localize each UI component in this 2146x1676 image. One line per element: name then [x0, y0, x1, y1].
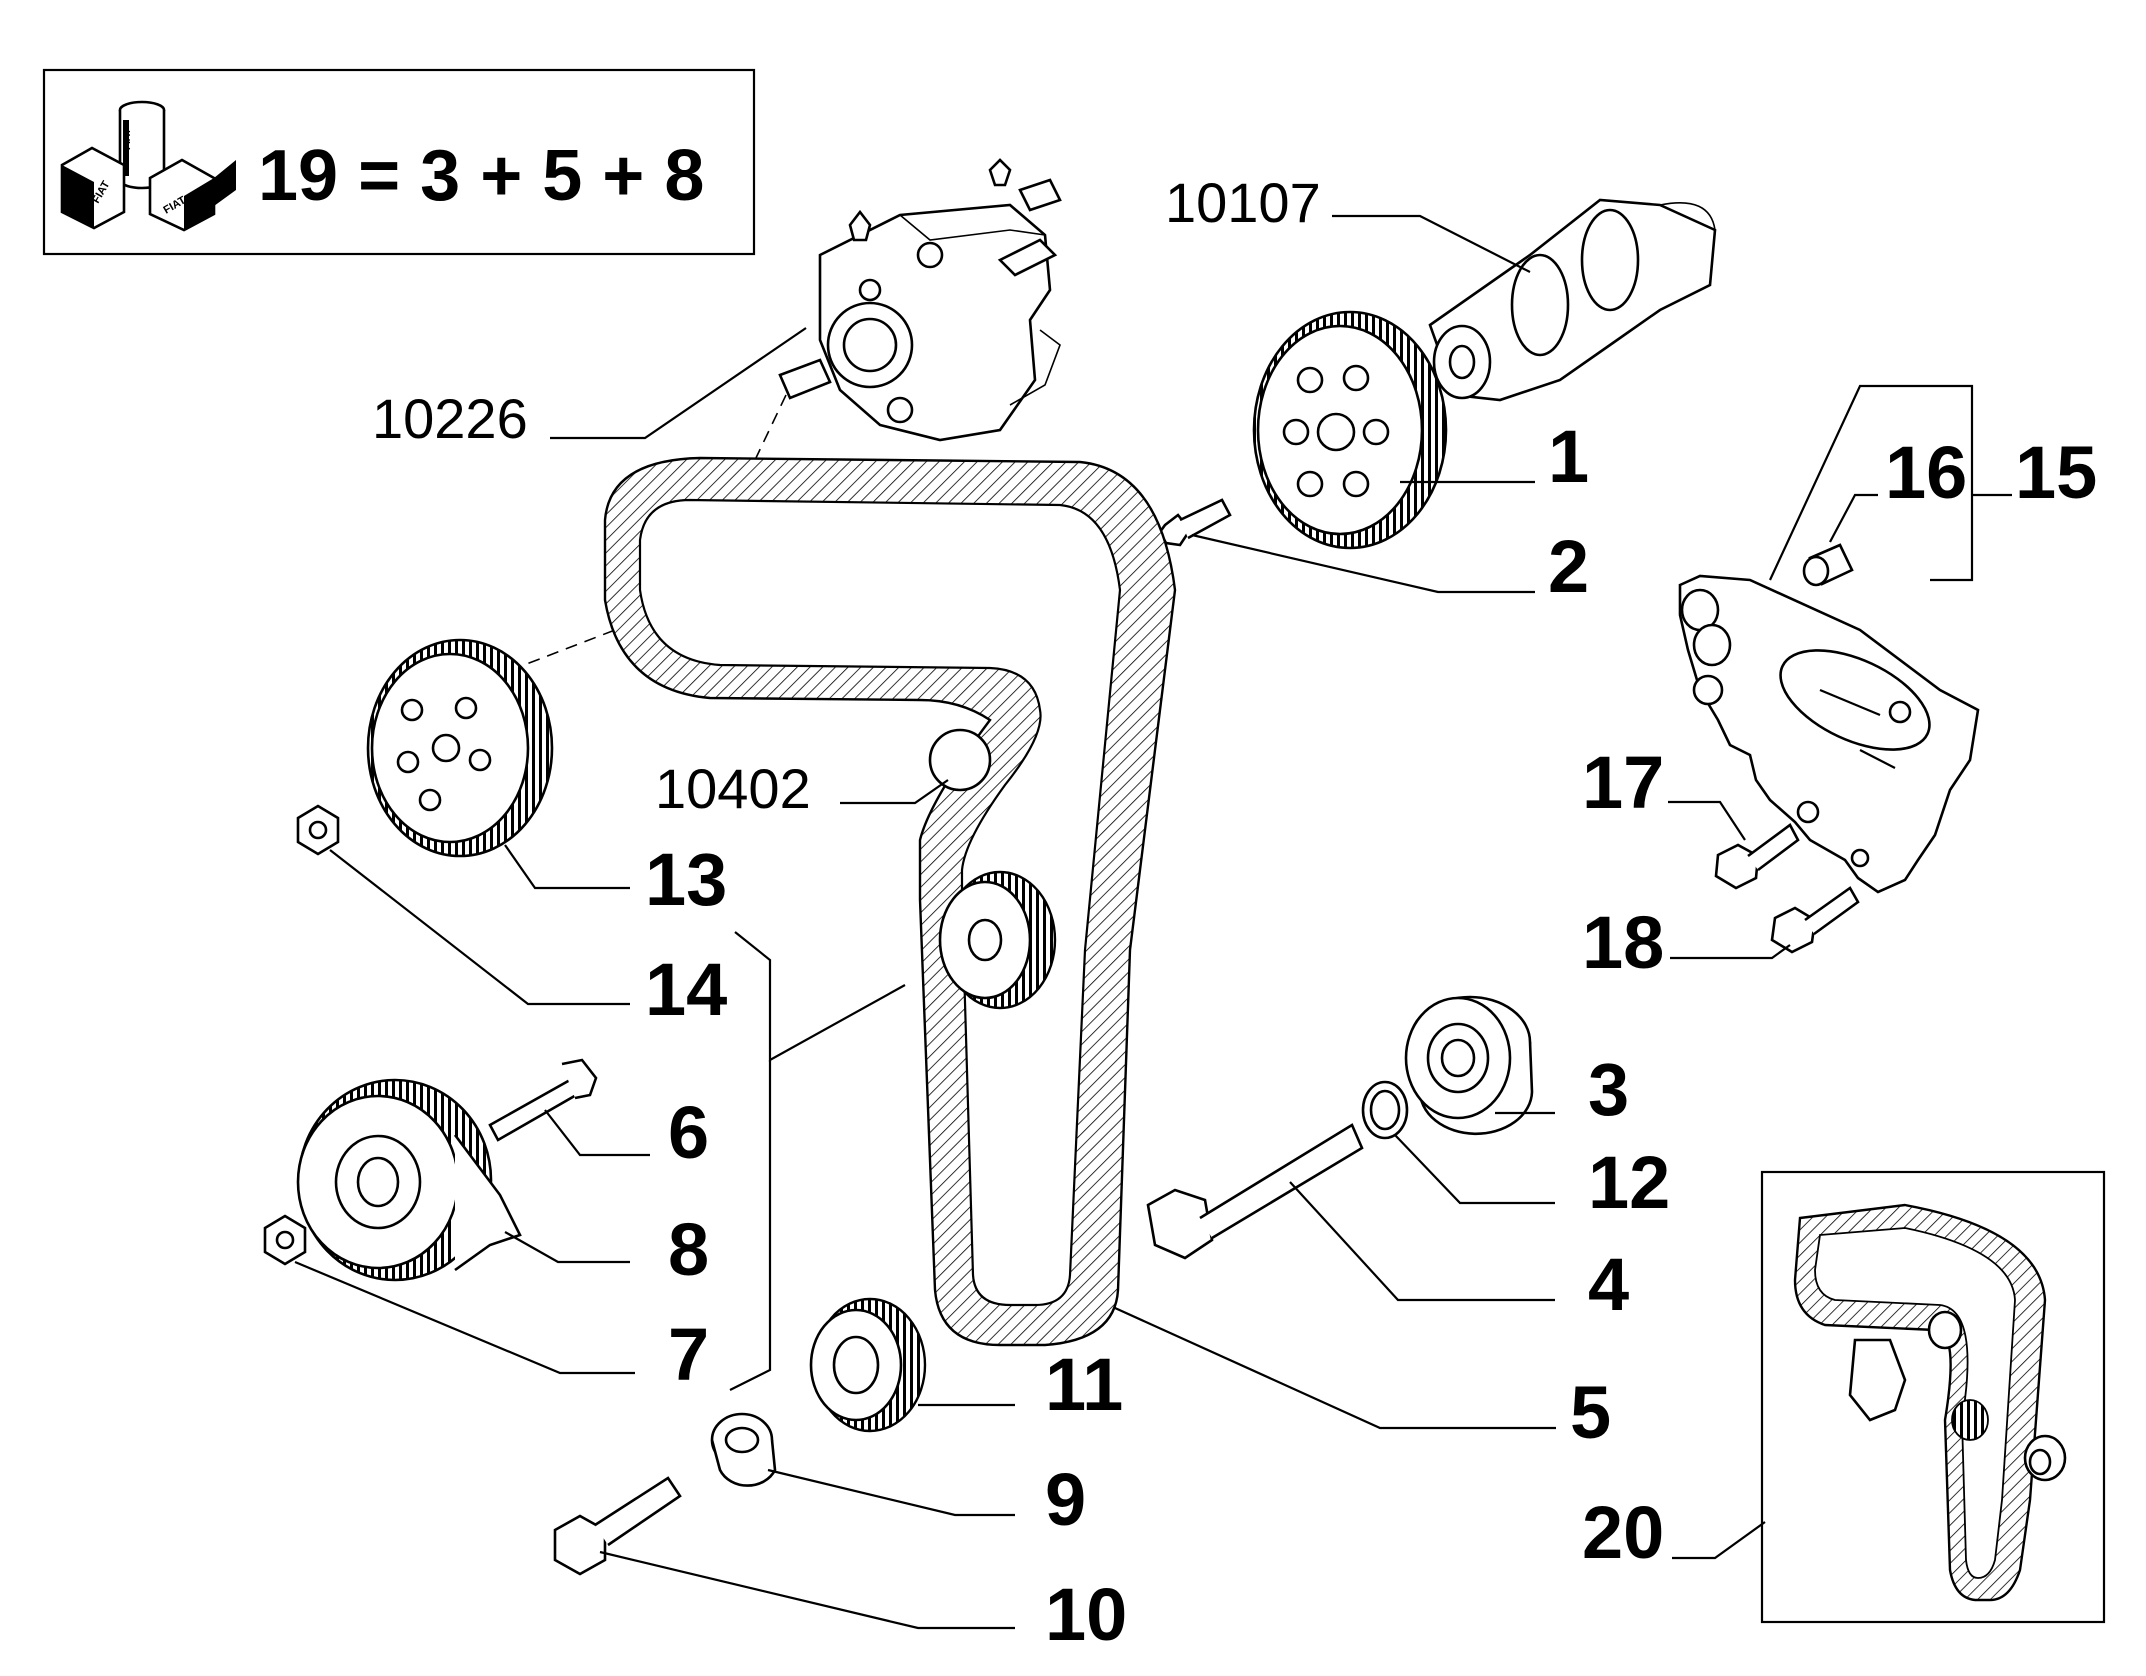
- pump-sprocket: [366, 638, 554, 858]
- part-label-17: 17: [1582, 741, 1664, 824]
- part-label-1: 1: [1548, 415, 1589, 498]
- part-label-5: 5: [1570, 1371, 1611, 1454]
- part-label-3: 3: [1588, 1048, 1629, 1131]
- part-label-16: 16: [1885, 431, 1967, 514]
- pump-sprocket-nut: [296, 804, 340, 856]
- part-label-13: 13: [645, 838, 727, 921]
- part-label-12: 12: [1588, 1141, 1670, 1224]
- roller-bolt-4: [1146, 1123, 1364, 1260]
- tensioner-pulley: [296, 1078, 522, 1282]
- part-label-7: 7: [668, 1313, 709, 1396]
- spacer-9: [710, 1412, 777, 1487]
- kit-box: FIAT FIAT FIAT 19 = 3 + 5 + 8: [42, 68, 756, 256]
- part-label-6: 6: [668, 1091, 709, 1174]
- dowel-pin-16: [1802, 543, 1854, 587]
- kit-logo-text-2: FIAT: [122, 129, 133, 150]
- part-label-18: 18: [1582, 901, 1664, 984]
- belt-cover-plate: [1678, 574, 1980, 894]
- part-label-20: 20: [1582, 1491, 1664, 1574]
- crank-pulley: [928, 728, 992, 792]
- kit-formula: 19 = 3 + 5 + 8: [258, 136, 704, 216]
- idler-pulley-11: [809, 1297, 927, 1433]
- washer-12: [1361, 1080, 1409, 1140]
- part-label-2: 2: [1548, 525, 1589, 608]
- camshaft-drawing: [1428, 198, 1717, 402]
- part-label-4: 4: [1588, 1243, 1629, 1326]
- kit-inset-box: [1760, 1170, 2106, 1624]
- part-label-9: 9: [1045, 1458, 1086, 1541]
- kit-parts-icon: FIAT FIAT FIAT: [60, 100, 236, 232]
- ref-label-crank-pulley: 10402: [655, 757, 811, 820]
- part-label-10: 10: [1045, 1573, 1127, 1656]
- cover-bolt-17: [1714, 823, 1800, 890]
- belt-tensioner-roller: [938, 870, 1057, 1010]
- tensioner-nut: [263, 1214, 307, 1266]
- idler-bolt-10: [553, 1476, 682, 1576]
- part-label-14: 14: [645, 948, 727, 1031]
- camshaft-sprocket: [1252, 310, 1448, 550]
- part-label-15: 15: [2015, 431, 2097, 514]
- sprocket-bolt: [1158, 498, 1232, 547]
- tensioner-stud: [488, 1058, 598, 1142]
- timing-belt: [603, 456, 1177, 1347]
- cover-bolt-18: [1770, 886, 1860, 954]
- ref-label-fuel-pump: 10226: [372, 387, 528, 450]
- fuel-pump-drawing: [778, 158, 1062, 442]
- ref-label-camshaft: 10107: [1165, 171, 1321, 234]
- part-label-11: 11: [1045, 1343, 1123, 1426]
- idler-roller-3: [1404, 995, 1534, 1136]
- part-label-8: 8: [668, 1208, 709, 1291]
